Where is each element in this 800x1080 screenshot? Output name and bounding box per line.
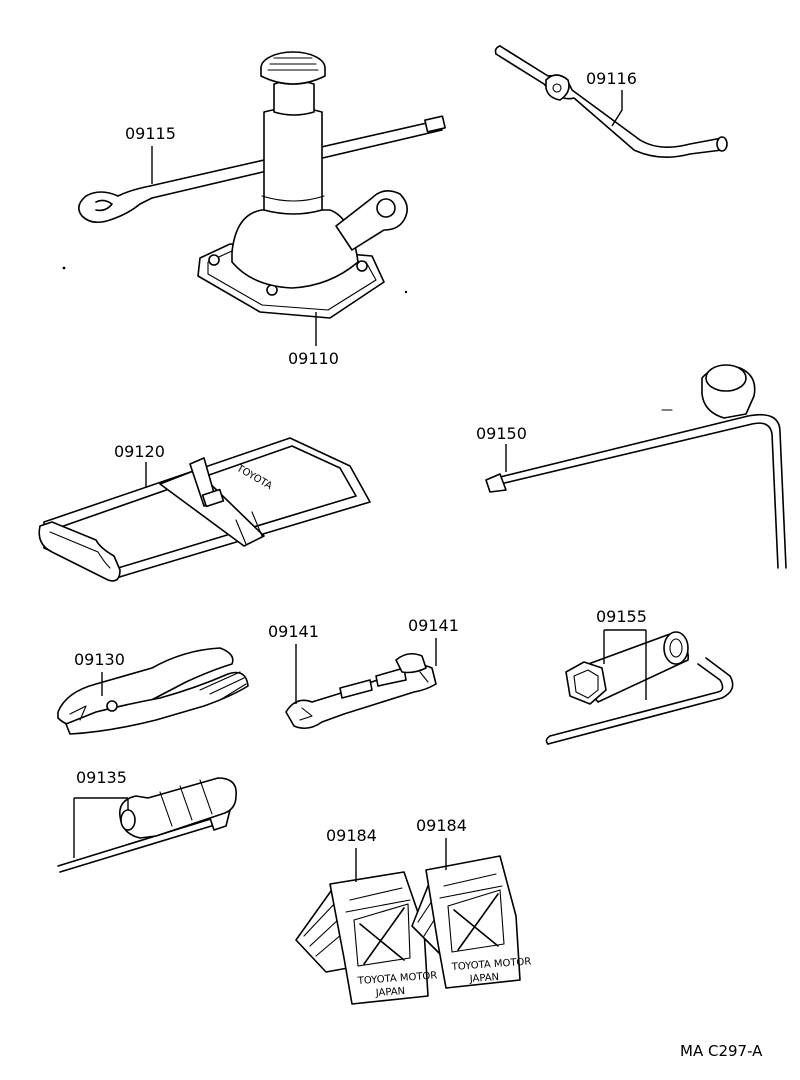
- leader-line: [611, 90, 623, 127]
- plug-wrench-illustration: [545, 631, 734, 745]
- screwdriver-illustration: [57, 777, 237, 873]
- wheel-chock-left-illustration: TOYOTA MOTOR JAPAN: [295, 871, 438, 1005]
- part-label-wrench-bar: 09116: [586, 69, 637, 88]
- part-label-spanner-left: 09141: [268, 622, 319, 641]
- part-label-lug-wrench: 09150: [476, 424, 527, 443]
- wheel-nut-wrench-bar-illustration: [494, 45, 728, 158]
- leader-line: [73, 797, 129, 858]
- part-label-plug-wrench: 09155: [596, 607, 647, 626]
- chock-logo-line-2: JAPAN: [468, 972, 499, 985]
- part-label-jack-handle: 09115: [125, 124, 176, 143]
- chock-logo-line-2: JAPAN: [374, 986, 405, 999]
- leader-line: [603, 629, 647, 700]
- figure-code: MA C297-A: [680, 1042, 763, 1060]
- pliers-illustration: [57, 647, 249, 735]
- scan-speck: [62, 266, 66, 270]
- lug-wrench-illustration: [485, 364, 787, 569]
- part-label-screwdriver: 09135: [76, 768, 127, 787]
- part-label-spanner-right: 09141: [408, 616, 459, 635]
- part-label-jack: 09110: [288, 349, 339, 368]
- tool-bag-illustration: TOYOTA: [38, 437, 371, 582]
- spanner-illustration: [285, 652, 437, 730]
- part-label-chock-right: 09184: [416, 816, 467, 835]
- part-label-chock-left: 09184: [326, 826, 377, 845]
- part-label-pliers: 09130: [74, 650, 125, 669]
- part-label-tool-bag: 09120: [114, 442, 165, 461]
- wheel-chock-right-illustration: TOYOTA MOTOR JAPAN: [411, 855, 532, 989]
- jack-illustration: [197, 51, 408, 319]
- scan-speck: [404, 290, 408, 294]
